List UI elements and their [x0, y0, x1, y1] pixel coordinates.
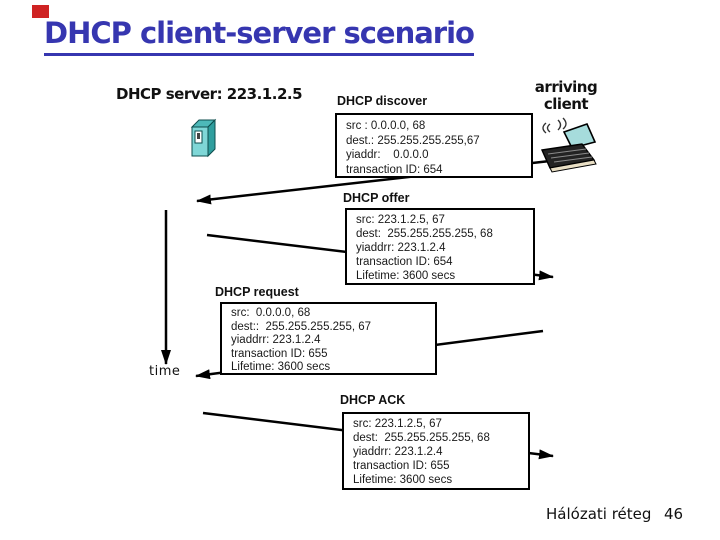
footer-page-number: 46 [664, 505, 684, 523]
message-line: dest: 255.255.255.255, 68 [356, 228, 493, 240]
laptop-base [549, 159, 597, 173]
message-line: yiaddr: 0.0.0.0 [346, 149, 429, 161]
dhcp-request-box: src: 0.0.0.0, 68 dest:: 255.255.255.255,… [220, 302, 437, 375]
dhcp-discover-label: DHCP discover [337, 94, 428, 108]
dhcp-server-label: DHCP server: 223.1.2.5 [116, 85, 303, 103]
message-line: yiaddrr: 223.1.2.4 [231, 334, 321, 346]
message-line: src: 223.1.2.5, 67 [356, 214, 445, 226]
slide-title: DHCP client-server scenario [44, 16, 475, 56]
laptop-screen [562, 123, 597, 149]
dhcp-offer-box: src: 223.1.2.5, 67 dest: 255.255.255.255… [345, 208, 535, 285]
arriving-client-label: arriving client [520, 79, 612, 113]
message-line: yiaddrr: 223.1.2.4 [356, 242, 446, 254]
arriving-client-line2: client [543, 95, 589, 113]
dhcp-discover-box: src : 0.0.0.0, 68 dest.: 255.255.255.255… [335, 113, 533, 178]
arriving-client-line1: arriving [534, 78, 598, 96]
message-line: dest: 255.255.255.255, 68 [353, 432, 490, 444]
dhcp-request-label: DHCP request [215, 285, 299, 299]
message-line: Lifetime: 3600 secs [353, 474, 453, 486]
dhcp-offer-label: DHCP offer [343, 191, 410, 205]
message-line: transaction ID: 655 [353, 460, 450, 472]
laptop-icon [540, 117, 597, 173]
message-line: transaction ID: 655 [231, 347, 328, 360]
message-line: transaction ID: 654 [356, 256, 453, 268]
message-line: Lifetime: 3600 secs [231, 361, 331, 373]
message-line: dest:: 255.255.255.255, 67 [231, 320, 372, 333]
slide-accent-square [32, 5, 49, 18]
dhcp-ack-label: DHCP ACK [340, 393, 406, 407]
footer-section-label: Hálózati réteg [546, 505, 652, 523]
dhcp-ack-box: src: 223.1.2.5, 67 dest: 255.255.255.255… [342, 412, 530, 490]
message-line: src: 0.0.0.0, 68 [231, 307, 311, 319]
wireless-waves-icon [542, 117, 567, 134]
server-icon [190, 118, 217, 158]
message-line: src : 0.0.0.0, 68 [346, 120, 426, 132]
message-line: transaction ID: 654 [346, 163, 443, 176]
message-line: src: 223.1.2.5, 67 [353, 418, 442, 430]
message-line: dest.: 255.255.255.255,67 [346, 134, 480, 147]
message-line: yiaddrr: 223.1.2.4 [353, 446, 443, 458]
message-line: Lifetime: 3600 secs [356, 270, 456, 282]
time-axis-label: time [149, 364, 181, 379]
